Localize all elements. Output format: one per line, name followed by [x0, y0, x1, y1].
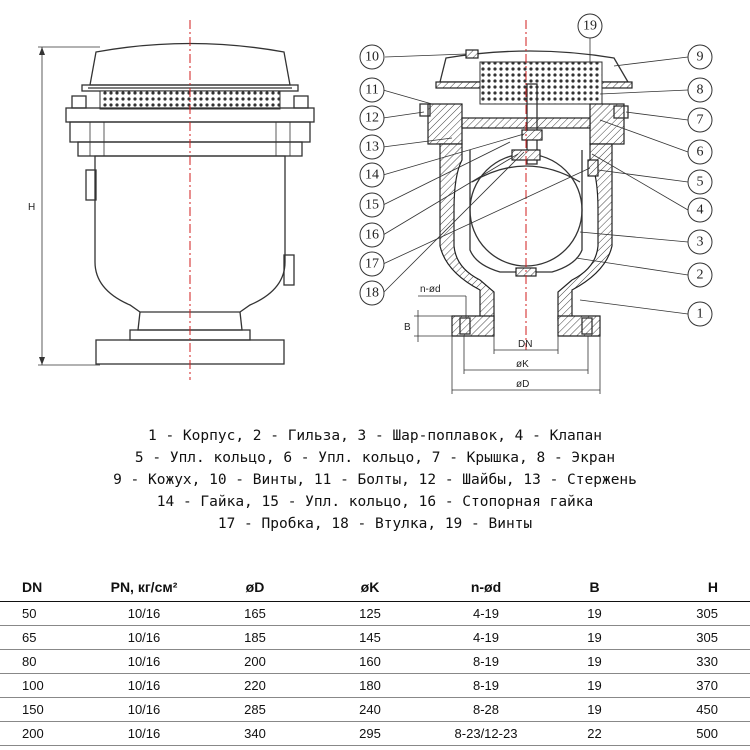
table-cell: 10/16: [88, 601, 200, 626]
callout-14: 14: [365, 168, 379, 183]
legend-line: 17 - Пробка, 18 - Втулка, 19 - Винты: [217, 516, 533, 532]
callout-18: 18: [365, 286, 379, 301]
table-cell: 19: [542, 697, 647, 722]
callout-4: 4: [697, 203, 704, 218]
table-cell: 285: [200, 697, 310, 722]
table-cell: 200: [200, 649, 310, 674]
table-cell: 4-19: [430, 625, 542, 650]
parts-legend: 1 - Корпус, 2 - Гильза, 3 - Шар-поплавок…: [0, 425, 750, 535]
column-header: B: [542, 573, 647, 602]
table-header-row: DN PN, кг/см² øD øK n-ød B H: [0, 573, 750, 602]
table-cell: 19: [542, 673, 647, 698]
column-header: PN, кг/см²: [88, 573, 200, 602]
column-header: øD: [200, 573, 310, 602]
callout-2: 2: [697, 268, 704, 283]
table-cell: 340: [200, 721, 310, 746]
callouts-right: 19 9 8 7 6 5 4 3 2 1: [575, 13, 713, 327]
height-dimension-label: H: [28, 202, 35, 213]
table-cell: 500: [647, 721, 750, 746]
table-cell: 4-19: [430, 601, 542, 626]
table-cell: 180: [310, 673, 430, 698]
table-cell: 125: [310, 601, 430, 626]
table-cell: 370: [647, 673, 750, 698]
table-cell: 160: [310, 649, 430, 674]
callout-5: 5: [697, 175, 704, 190]
legend-line: 9 - Кожух, 10 - Винты, 11 - Болты, 12 - …: [113, 472, 637, 488]
callout-7: 7: [697, 113, 704, 128]
callout-17: 17: [365, 257, 379, 272]
callout-11: 11: [365, 83, 378, 98]
table-cell: 50: [0, 601, 88, 626]
table-cell: 185: [200, 625, 310, 650]
table-cell: 10/16: [88, 697, 200, 722]
table-cell: 100: [0, 673, 88, 698]
table-cell: 220: [200, 673, 310, 698]
callout-1: 1: [697, 307, 704, 322]
table-cell: 305: [647, 625, 750, 650]
legend-line: 1 - Корпус, 2 - Гильза, 3 - Шар-поплавок…: [148, 428, 602, 444]
table-cell: 10/16: [88, 721, 200, 746]
table-cell: 165: [200, 601, 310, 626]
column-header: DN: [0, 573, 88, 602]
table-cell: 145: [310, 625, 430, 650]
callout-6: 6: [697, 145, 704, 160]
callout-10: 10: [365, 50, 379, 65]
callouts-left: 10 11 12 13 14 15 16 17 18: [359, 44, 591, 306]
table-cell: 8-19: [430, 673, 542, 698]
table-cell: 19: [542, 625, 647, 650]
callout-9: 9: [697, 50, 704, 65]
column-header: øK: [310, 573, 430, 602]
callout-8: 8: [697, 83, 704, 98]
column-header: H: [647, 573, 750, 602]
dn-dimension-label: DN: [518, 339, 532, 350]
table-cell: 10/16: [88, 649, 200, 674]
table-cell: 22: [542, 721, 647, 746]
table-cell: 19: [542, 649, 647, 674]
table-cell: 150: [0, 697, 88, 722]
section-view: DN øK øD n-ød B: [404, 20, 633, 394]
table-cell: 200: [0, 721, 88, 746]
legend-line: 5 - Упл. кольцо, 6 - Упл. кольцо, 7 - Кр…: [134, 450, 616, 466]
table-cell: 330: [647, 649, 750, 674]
d-dimension-label: øD: [516, 379, 529, 390]
callout-16: 16: [365, 228, 379, 243]
table-cell: 8-23/12-23: [430, 721, 542, 746]
table-cell: 8-28: [430, 697, 542, 722]
callout-3: 3: [697, 235, 704, 250]
table-cell: 65: [0, 625, 88, 650]
table-cell: 10/16: [88, 673, 200, 698]
b-dimension-label: B: [404, 322, 411, 333]
exterior-view: H: [28, 20, 315, 380]
callout-12: 12: [365, 111, 379, 126]
table-cell: 450: [647, 697, 750, 722]
table-cell: 10/16: [88, 625, 200, 650]
callout-19: 19: [583, 19, 597, 34]
table-cell: 8-19: [430, 649, 542, 674]
legend-line: 14 - Гайка, 15 - Упл. кольцо, 16 - Стопо…: [156, 494, 594, 510]
callout-15: 15: [365, 198, 379, 213]
table-cell: 295: [310, 721, 430, 746]
table-cell: 80: [0, 649, 88, 674]
valve-drawing: H: [28, 13, 713, 394]
nd-dimension-label: n-ød: [420, 284, 441, 295]
table-cell: 305: [647, 601, 750, 626]
k-dimension-label: øK: [516, 359, 529, 370]
column-header: n-ød: [430, 573, 542, 602]
table-cell: 240: [310, 697, 430, 722]
table-cell: 19: [542, 601, 647, 626]
callout-13: 13: [365, 140, 379, 155]
